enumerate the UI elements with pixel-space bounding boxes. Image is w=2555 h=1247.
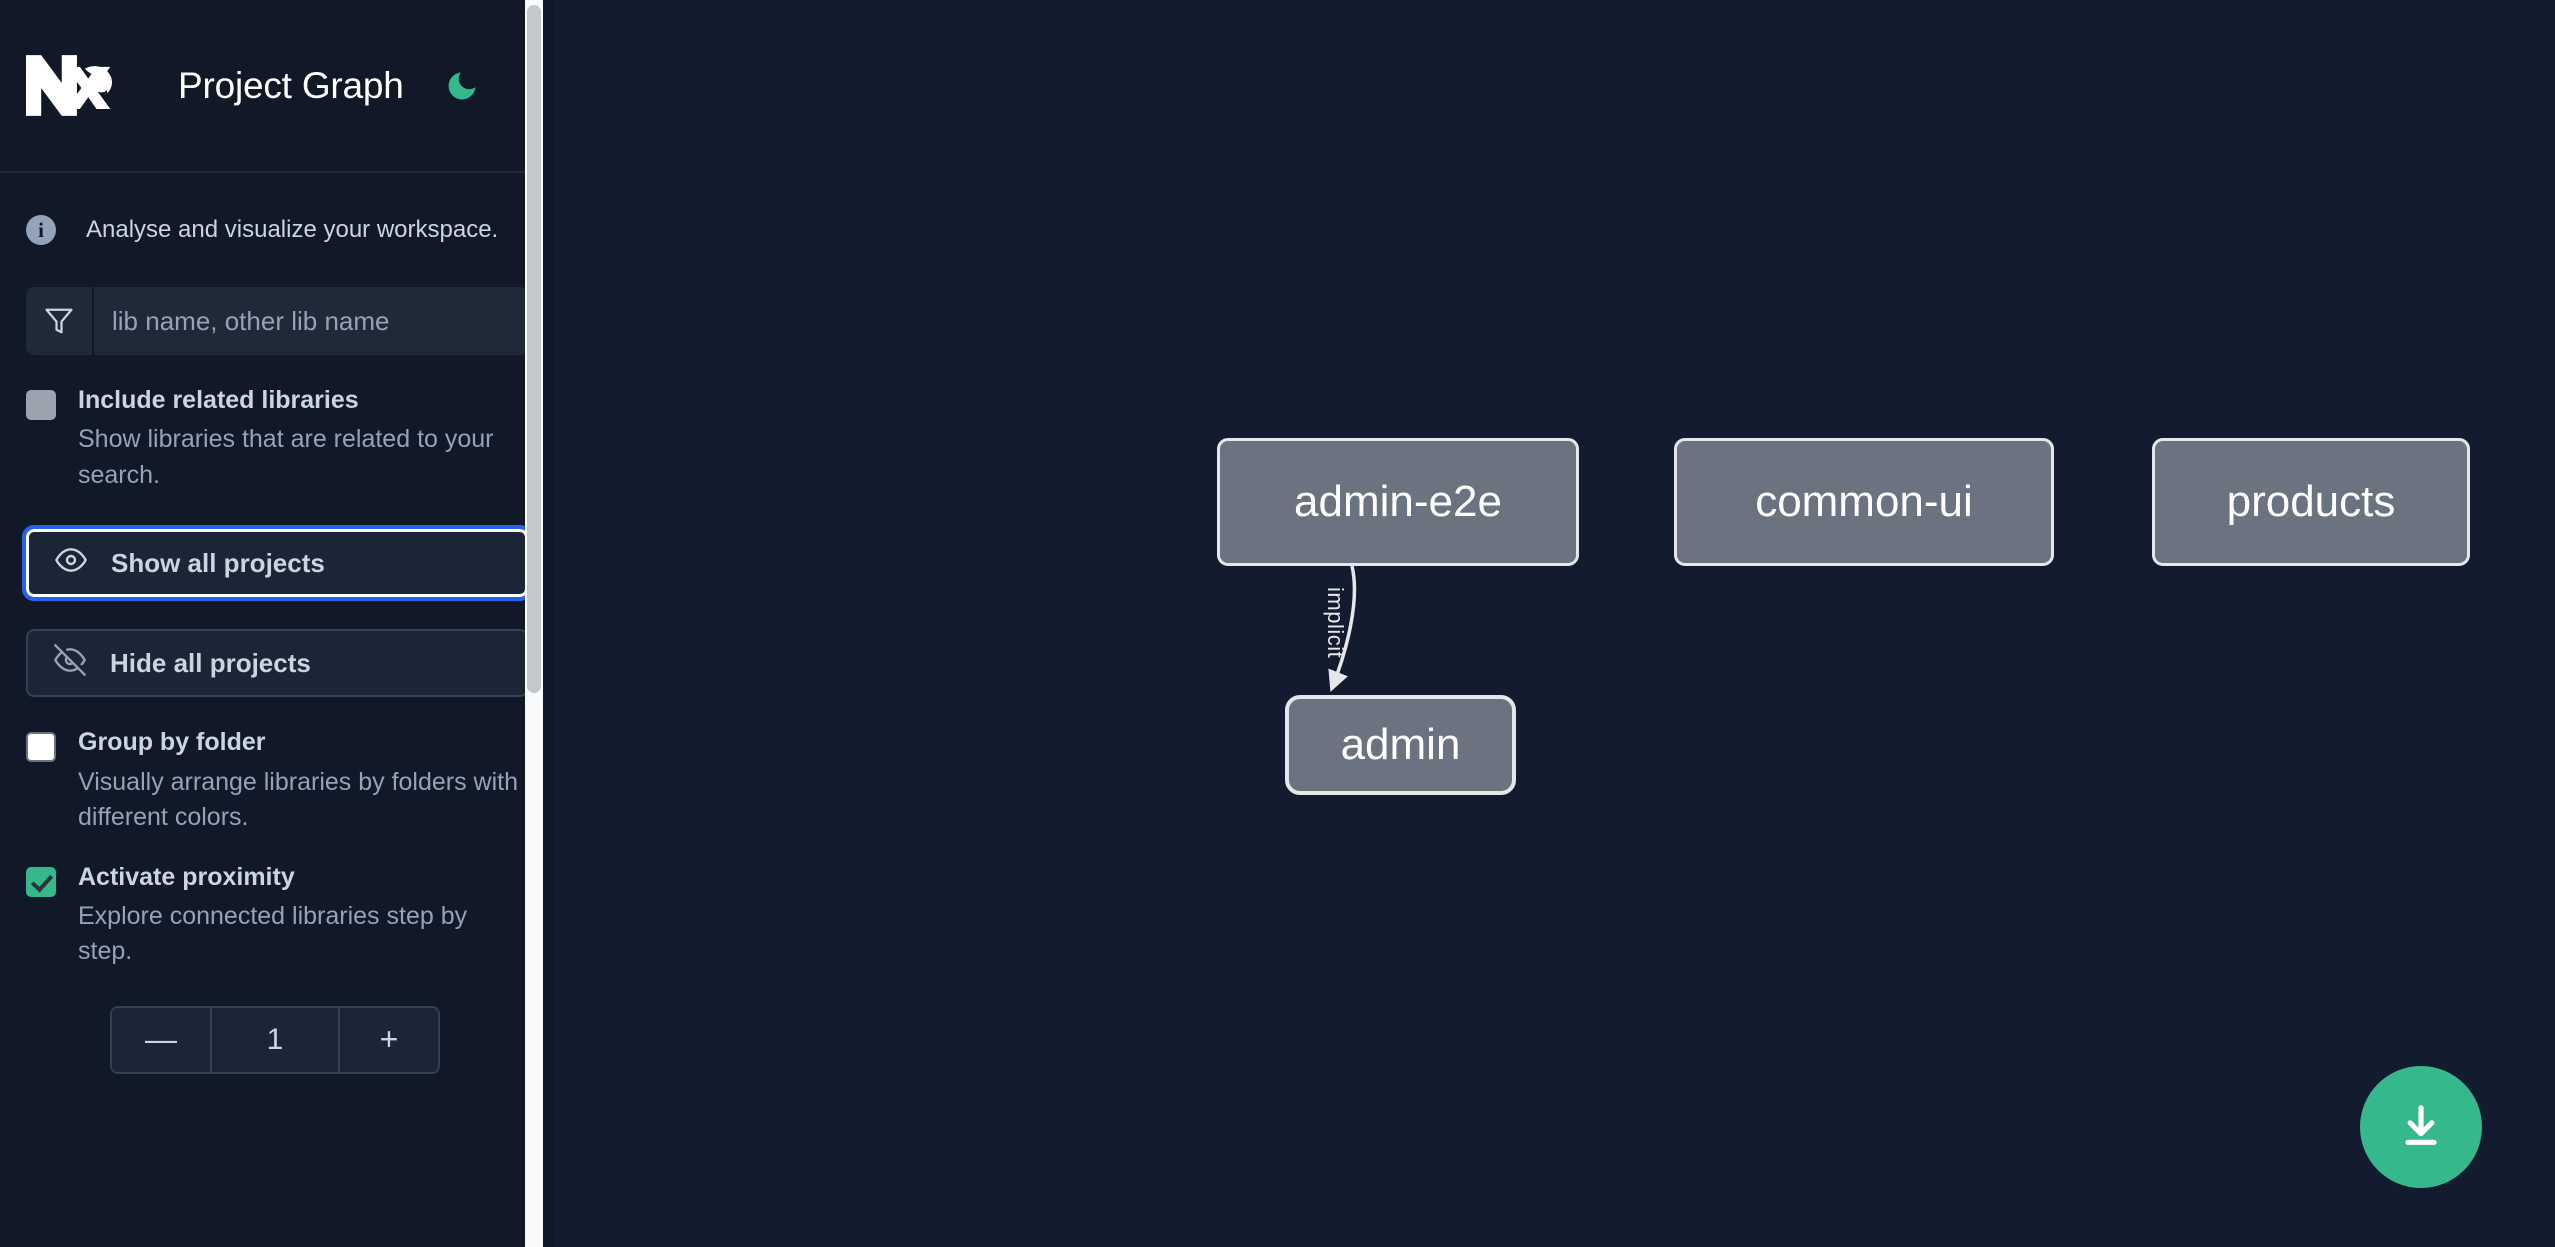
option-include-related-libraries[interactable]: Include related libraries Show libraries… bbox=[0, 385, 554, 493]
search-input[interactable] bbox=[94, 287, 528, 355]
page-title: Project Graph bbox=[178, 64, 404, 106]
option-group-by-folder[interactable]: Group by folder Visually arrange librari… bbox=[0, 727, 554, 835]
proximity-value: 1 bbox=[266, 1022, 284, 1056]
option-label: Include related libraries bbox=[78, 386, 359, 414]
show-all-projects-button[interactable]: Show all projects bbox=[22, 525, 532, 602]
option-text: Include related libraries Show libraries… bbox=[78, 385, 518, 493]
activate-proximity-checkbox[interactable] bbox=[26, 866, 56, 897]
moon-icon[interactable] bbox=[440, 64, 484, 108]
download-image-button[interactable] bbox=[2360, 1066, 2482, 1188]
option-label: Activate proximity bbox=[78, 862, 295, 891]
sidebar: Project Graph i Analyse and visualize yo… bbox=[0, 0, 554, 1247]
edge-admin-e2e-admin bbox=[1328, 565, 1357, 692]
option-text: Group by folder Visually arrange librari… bbox=[78, 727, 518, 835]
option-description: Visually arrange libraries by folders wi… bbox=[78, 767, 519, 832]
workspace-info: i Analyse and visualize your workspace. bbox=[0, 173, 554, 287]
eye-icon bbox=[55, 544, 87, 583]
info-icon: i bbox=[26, 215, 56, 245]
nx-logo bbox=[26, 54, 124, 117]
sidebar-header: Project Graph bbox=[0, 0, 554, 173]
download-icon bbox=[2395, 1099, 2447, 1156]
proximity-stepper[interactable]: — 1 + bbox=[110, 1005, 440, 1074]
spacer bbox=[0, 493, 554, 529]
include-related-libraries-checkbox[interactable] bbox=[26, 390, 56, 420]
option-text: Activate proximity Explore connected lib… bbox=[78, 862, 518, 970]
sidebar-edge bbox=[543, 0, 554, 1247]
option-description: Explore connected libraries step by step… bbox=[78, 901, 468, 966]
graph-canvas[interactable]: admin-e2e common-ui products store-e2e a… bbox=[554, 0, 2555, 1247]
graph-node-products[interactable]: products bbox=[2152, 438, 2470, 566]
hide-all-projects-label: Hide all projects bbox=[110, 647, 311, 678]
funnel-icon bbox=[26, 287, 94, 355]
option-label: Group by folder bbox=[78, 728, 266, 757]
show-all-projects-label: Show all projects bbox=[111, 547, 325, 578]
proximity-increment-button[interactable]: + bbox=[338, 1007, 438, 1072]
group-by-folder-checkbox[interactable] bbox=[26, 732, 56, 763]
spacer bbox=[0, 597, 554, 629]
workspace-info-text: Analyse and visualize your workspace. bbox=[86, 216, 499, 243]
option-activate-proximity[interactable]: Activate proximity Explore connected lib… bbox=[0, 862, 554, 970]
graph-node-common-ui[interactable]: common-ui bbox=[1674, 438, 2054, 566]
eye-off-icon bbox=[54, 643, 86, 683]
sidebar-scrollbar[interactable] bbox=[525, 0, 543, 1247]
edge-label-admin-e2e-admin: implicit bbox=[1323, 587, 1348, 659]
graph-node-admin[interactable]: admin bbox=[1285, 695, 1516, 795]
filter-bar[interactable] bbox=[26, 287, 528, 355]
sidebar-content: Project Graph i Analyse and visualize yo… bbox=[0, 0, 554, 1074]
graph-node-admin-e2e[interactable]: admin-e2e bbox=[1217, 438, 1579, 566]
hide-all-projects-button[interactable]: Hide all projects bbox=[26, 629, 528, 698]
option-description: Show libraries that are related to your … bbox=[78, 425, 494, 489]
sidebar-scrollbar-thumb[interactable] bbox=[527, 5, 541, 693]
graph-edges bbox=[1328, 565, 1357, 692]
proximity-decrement-button[interactable]: — bbox=[112, 1007, 212, 1072]
